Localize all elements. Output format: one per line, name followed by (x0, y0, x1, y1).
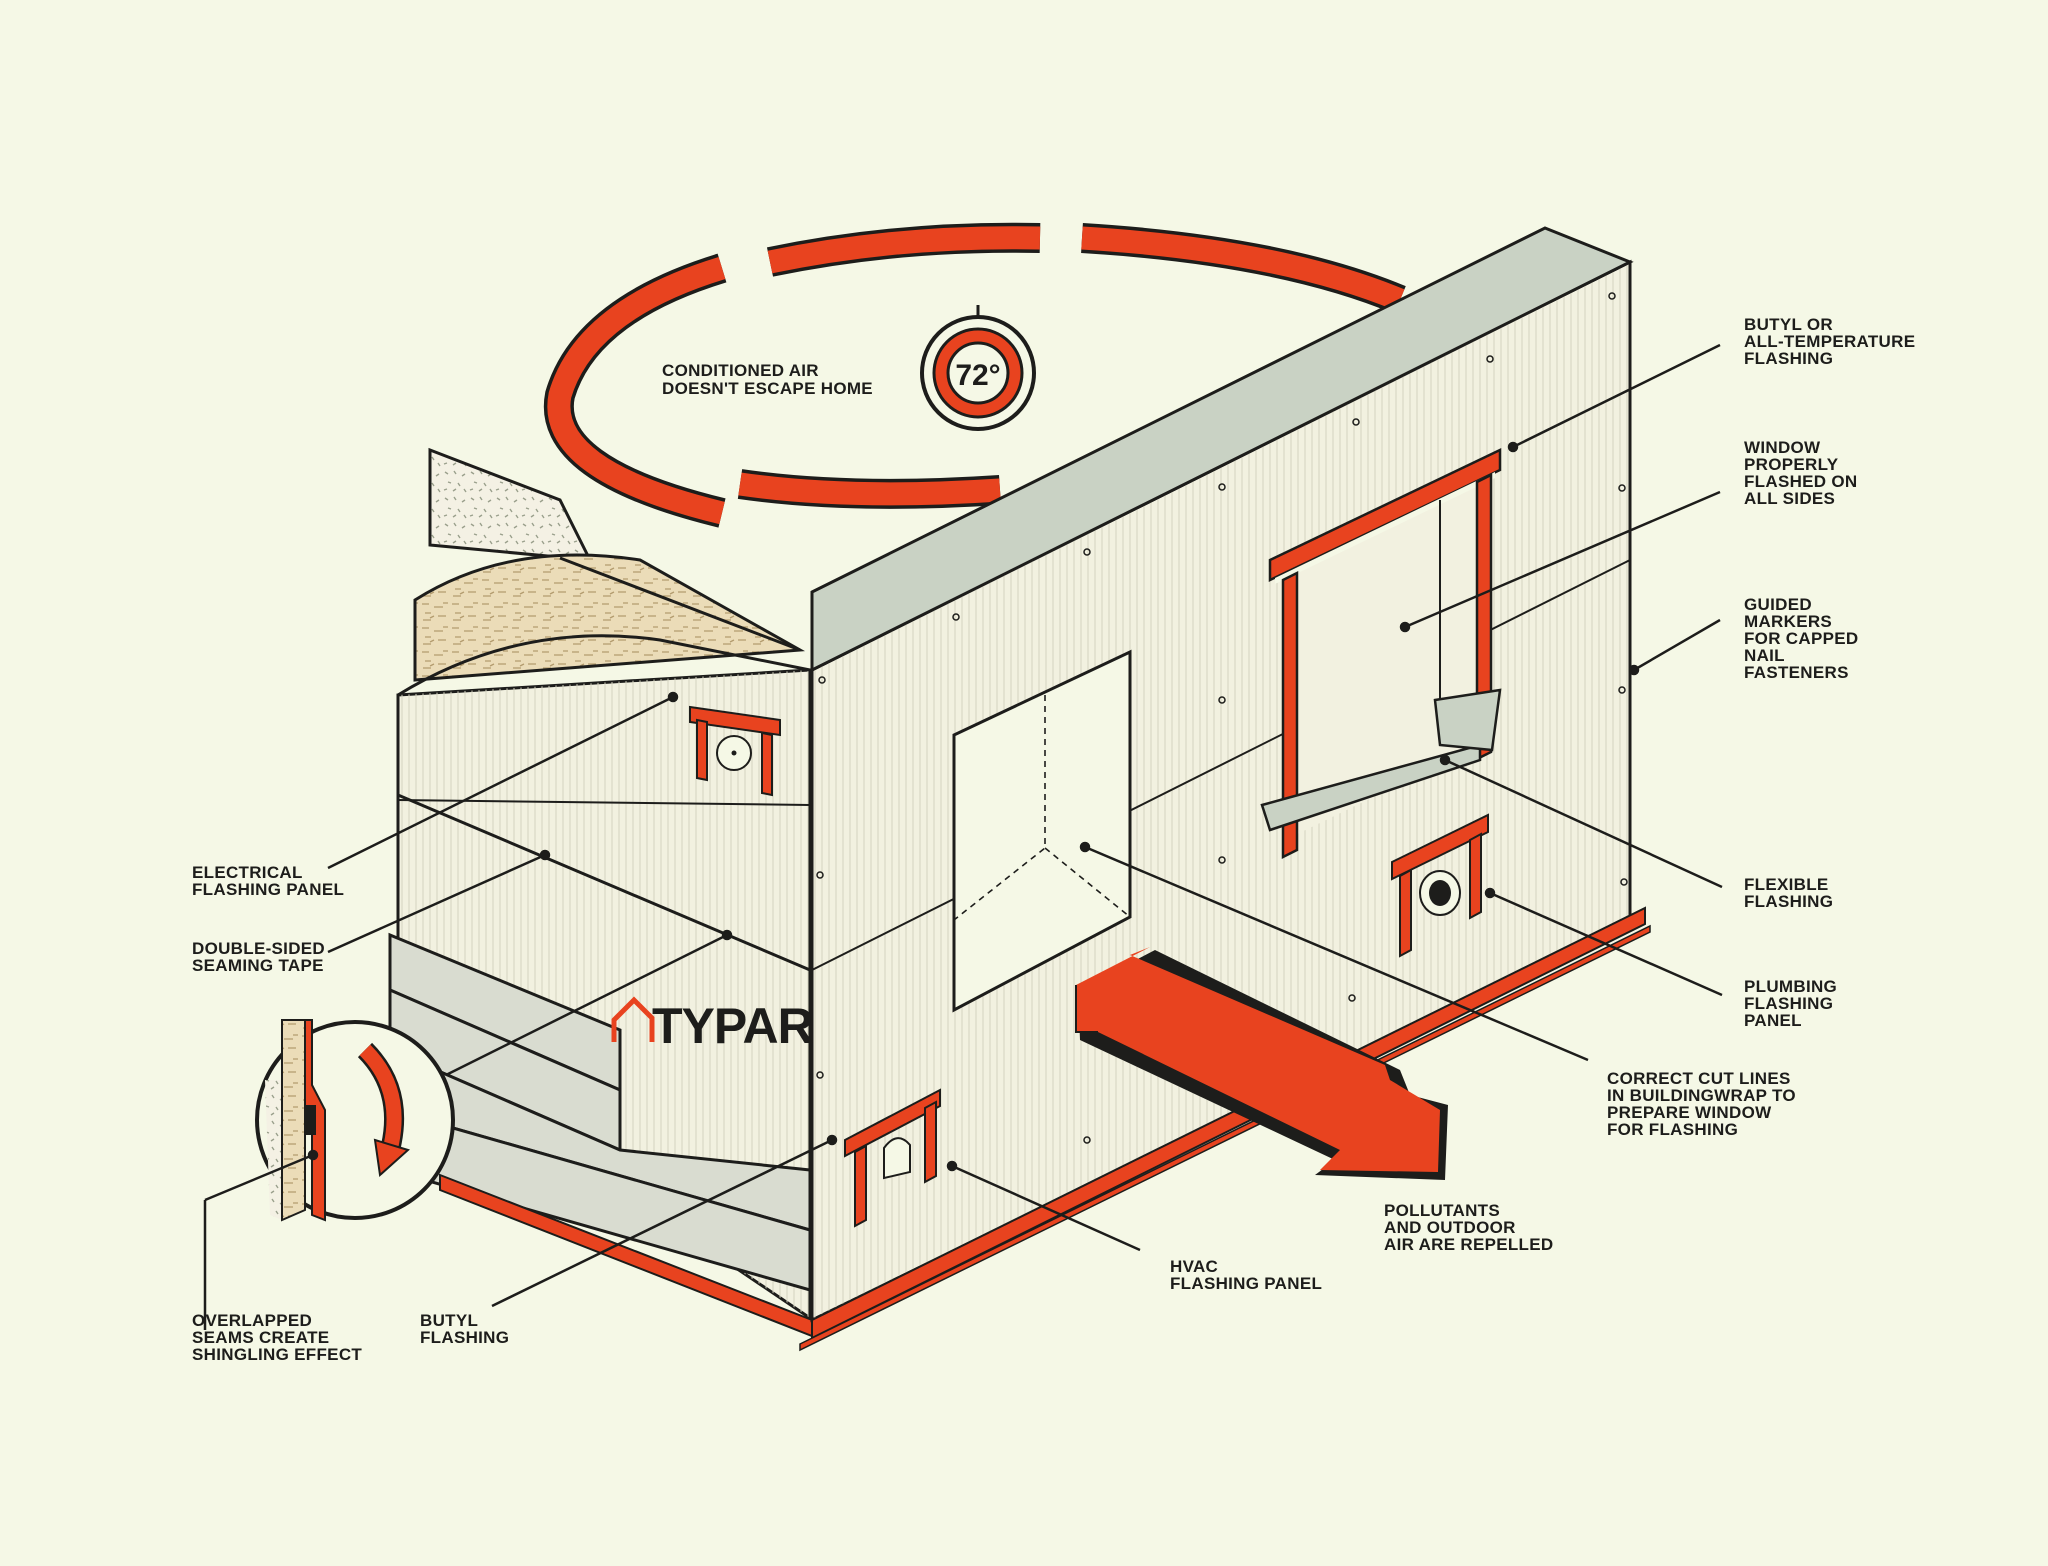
brand-name: TYPAR (652, 998, 814, 1054)
typar-logo: TYPAR (611, 996, 815, 1054)
thermostat-icon: 72° (920, 305, 1036, 431)
siding-boards (388, 932, 812, 1292)
thermostat-reading: 72° (955, 359, 1000, 392)
label-hvac-panel: HVAC FLASHING PANEL (1170, 1257, 1322, 1293)
label-conditioned-air: CONDITIONED AIR DOESN'T ESCAPE HOME (662, 361, 873, 398)
label-butyl-flashing: BUTYL FLASHING (420, 1311, 509, 1347)
label-plumbing-panel: PLUMBING FLASHING PANEL (1744, 977, 1842, 1030)
pollutants-arrow (1075, 947, 1448, 1180)
electrical-flashing-panel (689, 705, 781, 797)
rough-opening-cut-lines (952, 649, 1132, 1013)
label-overlapped-seams: OVERLAPPED SEAMS CREATE SHINGLING EFFECT (192, 1311, 362, 1364)
label-correct-cut-lines: CORRECT CUT LINES IN BUILDINGWRAP TO PRE… (1607, 1069, 1801, 1139)
hvac-flashing-panel (844, 1088, 941, 1228)
seam-detail-magnifier (255, 1019, 455, 1222)
label-double-sided-tape: DOUBLE-SIDED SEAMING TAPE (192, 939, 330, 975)
label-pollutants: POLLUTANTS AND OUTDOOR AIR ARE REPELLED (1384, 1201, 1553, 1254)
callout-leaders (203, 343, 1723, 1330)
label-flexible-flashing: FLEXIBLE FLASHING (1744, 875, 1834, 911)
conditioned-air-ring (543, 222, 1406, 528)
label-window-flashed: WINDOW PROPERLY FLASHED ON ALL SIDES (1744, 438, 1863, 508)
label-guided-markers: GUIDED MARKERS FOR CAPPED NAIL FASTENERS (1744, 595, 1864, 682)
label-electrical-panel: ELECTRICAL FLASHING PANEL (192, 863, 344, 899)
left-wall (388, 447, 813, 1338)
framed-window (1260, 448, 1502, 860)
plumbing-flashing-panel (1391, 813, 1489, 958)
label-butyl-or-all-temperature: BUTYL OR ALL-TEMPERATURE FLASHING (1744, 315, 1920, 368)
